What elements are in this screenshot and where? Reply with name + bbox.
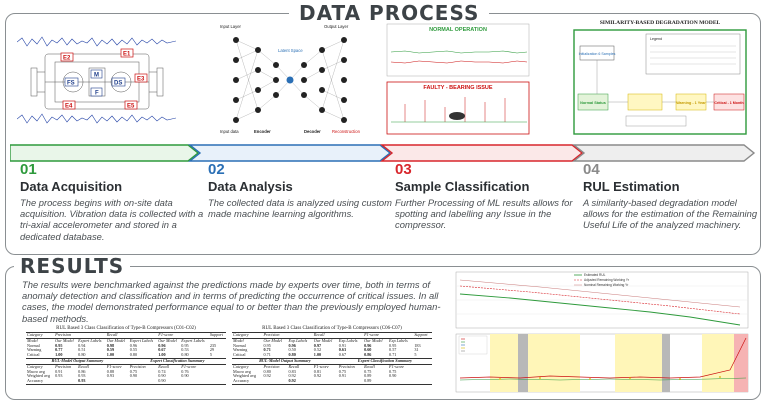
results-description: The results were benchmarked against the…	[22, 279, 441, 324]
step-2-title: Data Analysis	[208, 179, 293, 194]
health-indicator-line	[459, 337, 747, 379]
arrow-step-2	[188, 144, 392, 162]
input-data-label: Input data	[220, 129, 239, 134]
waveform-bottom	[16, 113, 177, 124]
init-box: Initialization 6 Samples	[579, 52, 616, 56]
step-1-title: Data Acquisition	[20, 179, 123, 194]
step-3: 03 Sample Classification Further Process…	[395, 162, 579, 231]
step-3-title: Sample Classification	[395, 179, 530, 194]
label-fs: FS	[67, 81, 75, 87]
rul-line-nominal	[459, 279, 741, 308]
normal-status-box: Normal Status	[580, 101, 606, 105]
sensor-label-e3: E3	[137, 77, 145, 83]
rul-legend-nominal: Nominal Remaining Working Yr	[584, 283, 629, 287]
step-4: 04 RUL Estimation A similarity-based deg…	[583, 162, 759, 231]
arrow-step-1	[9, 144, 200, 162]
sensor-label-e4: E4	[65, 104, 73, 110]
table-2-caption: RUL Based 3 Class Classification of Type…	[262, 326, 402, 331]
step-4-description: A similarity-based degradation model all…	[583, 197, 758, 231]
rul-charts-figure: Estimated RUL Adjusted Remaining Working…	[450, 270, 752, 396]
step-1-number: 01	[20, 161, 37, 178]
legend-label: Legend	[650, 37, 662, 41]
step-3-description: Further Processing of ML results allows …	[395, 197, 573, 231]
faulty-label: FAULTY - BEARING ISSUE	[423, 85, 492, 91]
time-series-figure: NORMAL OPERATION FAULTY - BEARING ISSUE	[385, 22, 531, 136]
arrow-step-4	[572, 144, 756, 162]
encoder-label: Encoder	[254, 129, 271, 134]
label-ds: DS	[114, 81, 122, 87]
rul-line-estimated	[459, 293, 741, 326]
results-frame	[5, 266, 761, 400]
waveform-top	[16, 36, 177, 47]
output-layer-label: Output Layer	[324, 24, 349, 29]
step-4-title: RUL Estimation	[583, 179, 680, 194]
rul-legend-adjusted: Adjusted Remaining Working Yr	[584, 278, 630, 282]
latent-space-label: Latent Space	[278, 48, 303, 53]
decoder-label: Decoder	[304, 129, 321, 134]
table-1-caption: RUL Based 3 Class Classification of Type…	[56, 326, 196, 331]
sensor-label-e1: E1	[123, 52, 131, 58]
results-table-2: RUL Based 3 Class Classification of Type…	[232, 326, 432, 385]
degradation-model-figure: SIMILARITY-BASED DEGRADATION MODEL Initi…	[566, 16, 754, 136]
process-arrow-strip	[9, 144, 756, 162]
label-m: M	[94, 73, 99, 79]
data-process-title: DATA PROCESS	[289, 3, 490, 23]
reconstruction-label: Reconstruction	[332, 129, 361, 134]
label-f: F	[95, 91, 99, 97]
step-1: 01 Data Acquisition The process begins w…	[20, 162, 204, 242]
rul-line-adjusted	[459, 285, 741, 315]
step-3-number: 03	[395, 161, 412, 178]
health-indicator-line-2	[459, 377, 747, 381]
autoencoder-figure: Input Layer Output Layer Latent Space In…	[216, 20, 364, 136]
critical-box: Critical - 1 Month	[714, 101, 743, 105]
results-title: RESULTS	[14, 256, 131, 276]
degradation-title-line: SIMILARITY-BASED DEGRADATION MODEL	[600, 20, 721, 26]
results-table-1: RUL Based 3 Class Classification of Type…	[26, 326, 226, 385]
arrow-step-3	[380, 144, 584, 162]
step-1-description: The process begins with on-site data acq…	[20, 197, 204, 242]
normal-operation-label: NORMAL OPERATION	[429, 27, 487, 33]
input-layer-label: Input Layer	[220, 24, 242, 29]
sensor-label-e5: E5	[127, 104, 135, 110]
warning-box: Warning - 1 Year	[676, 101, 706, 105]
step-4-number: 04	[583, 161, 600, 178]
step-2-number: 02	[208, 161, 225, 178]
rul-legend-estimated: Estimated RUL	[584, 273, 606, 277]
step-2-description: The collected data is analyzed using cus…	[208, 197, 392, 220]
step-2: 02 Data Analysis The collected data is a…	[208, 161, 392, 220]
compressor-schematic-figure: E1 E2 E3 E4 E5 FS M DS F	[16, 32, 177, 130]
sensor-label-e2: E2	[63, 56, 71, 62]
